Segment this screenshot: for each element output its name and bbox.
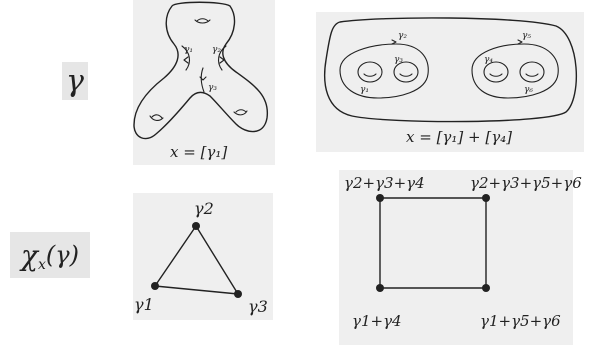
- curve-label-gamma1: γ₁: [184, 45, 193, 55]
- vertex-bottom-right: [234, 290, 242, 298]
- handle-left: [149, 115, 164, 121]
- curve-gamma1: [181, 45, 191, 71]
- panel-surface-genus4: [316, 12, 584, 152]
- chi-symbol: χ: [21, 238, 38, 272]
- panel-surface-genus3: [133, 0, 275, 165]
- square-vertex-label-bottom-right: γ1+γ5+γ6: [480, 312, 561, 330]
- handle-left-arc: [151, 114, 163, 119]
- tr-label-gamma3: γ₃: [394, 55, 403, 65]
- triangle-vertex-label-right: γ3: [248, 297, 268, 316]
- tr-label-gamma5: γ₅: [522, 31, 531, 41]
- panel-triangle-complex: [133, 193, 273, 320]
- triangle-vertex-label-left: γ1: [134, 295, 154, 314]
- handle-top-arc: [196, 18, 209, 22]
- handle-3: [483, 61, 509, 83]
- left-region-loop: [339, 43, 429, 99]
- handle-3-inner: [489, 73, 503, 77]
- vertex-top-right: [482, 194, 490, 202]
- vertex-bottom-left: [151, 282, 159, 290]
- chi-label: χ x (γ): [10, 232, 90, 278]
- handle-1: [357, 61, 383, 83]
- tr-label-gamma6: γ₆: [524, 85, 533, 95]
- curve-label-gamma3: γ₃: [208, 83, 217, 93]
- curve-gamma3: [200, 67, 205, 93]
- chi-subscript: x: [37, 257, 46, 273]
- handle-4-inner: [525, 73, 539, 77]
- vertex-top: [192, 222, 200, 230]
- triangle-vertex-label-top: γ2: [194, 199, 214, 218]
- gamma2-arrow-tr: [391, 39, 397, 45]
- handle-4: [519, 61, 545, 83]
- tr-label-gamma2: γ₂: [398, 31, 407, 41]
- surface-genus3-caption: x = [γ₁]: [170, 143, 227, 161]
- square-vertex-label-bottom-left: γ1+γ4: [352, 312, 402, 330]
- handle-2: [393, 61, 419, 83]
- square-vertex-label-top-right: γ2+γ3+γ5+γ6: [470, 174, 582, 192]
- gamma1-arrow: [183, 56, 189, 64]
- tr-label-gamma1: γ₁: [360, 85, 369, 95]
- handle-2-inner: [399, 73, 413, 77]
- gamma2-arrow: [219, 56, 225, 64]
- handle-1-inner: [363, 73, 377, 77]
- chi-argument: (γ): [45, 241, 79, 269]
- vertex-bottom-left: [376, 284, 384, 292]
- surface-genus4-caption: x = [γ₁] + [γ₄]: [406, 128, 512, 146]
- gamma-label: γ: [62, 62, 88, 100]
- handle-top: [194, 19, 211, 24]
- surface-outline-outer: [323, 17, 577, 123]
- curve-label-gamma2: γ₂: [212, 45, 221, 55]
- right-region-loop: [471, 43, 559, 99]
- vertex-top-left: [376, 194, 384, 202]
- edge-top-left: [154, 225, 197, 287]
- curve-gamma2: [217, 45, 227, 71]
- gamma5-arrow-tr: [517, 39, 523, 45]
- gamma3-arrow: [199, 76, 207, 81]
- handle-right-arc: [235, 109, 247, 113]
- tr-label-gamma4: γ₄: [484, 55, 493, 65]
- edge-top-right: [195, 225, 239, 295]
- edge-bottom: [154, 285, 239, 295]
- square-vertex-label-top-left: γ2+γ3+γ4: [344, 174, 425, 192]
- vertex-bottom-right: [482, 284, 490, 292]
- surface-outline: [133, 1, 268, 140]
- gamma-label-text: γ: [66, 63, 84, 99]
